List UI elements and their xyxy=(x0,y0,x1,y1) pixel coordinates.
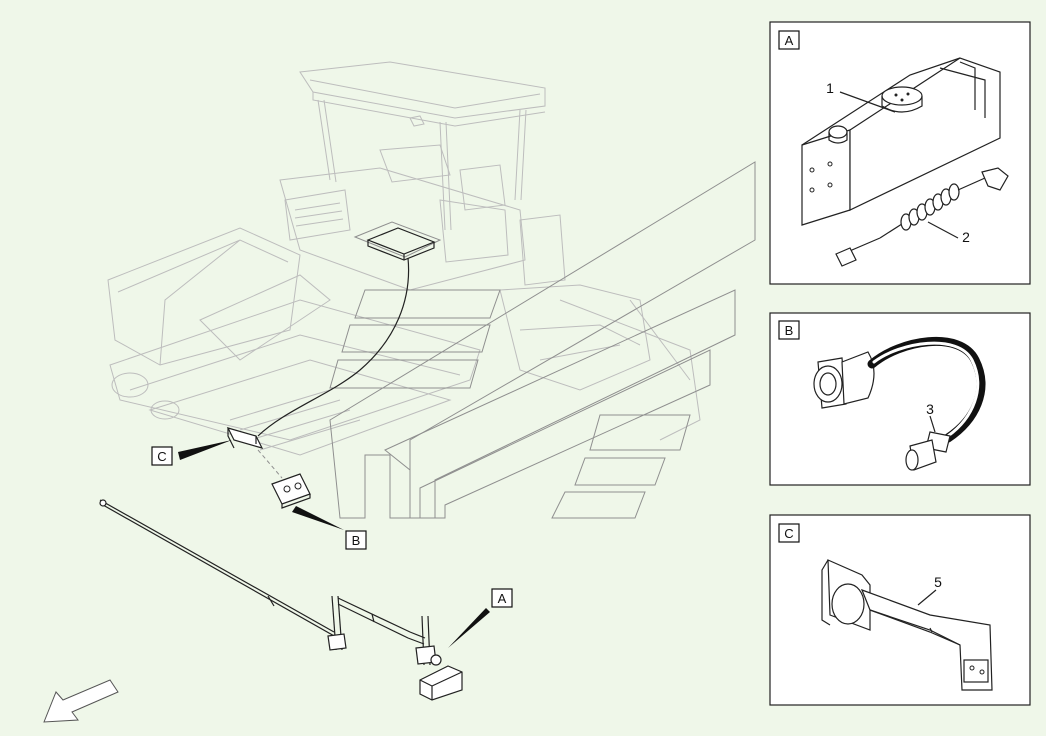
paver-machine-outline xyxy=(107,61,701,456)
detail-panel-c: C 5 xyxy=(769,514,1031,706)
part-number-1: 1 xyxy=(826,80,834,96)
panel-b-tag: B xyxy=(785,323,794,338)
direction-arrow-icon xyxy=(43,679,119,723)
callout-c-label: C xyxy=(157,449,166,464)
mounting-bracket xyxy=(821,559,993,691)
bracket-b-plate xyxy=(271,473,311,509)
sensor-unit xyxy=(801,57,1001,226)
screed-frames xyxy=(329,161,756,519)
callout-b: B xyxy=(345,530,367,550)
connector-cable xyxy=(813,336,986,471)
bracket-c-installed xyxy=(226,427,264,449)
callout-pointers xyxy=(178,440,490,648)
sensor-boom-assembly xyxy=(99,499,463,701)
sensor-cable xyxy=(257,257,410,437)
detail-panel-a: A xyxy=(769,21,1031,285)
callout-b-label: B xyxy=(352,533,361,548)
panel-c-tag: C xyxy=(784,526,793,541)
callout-a: A xyxy=(491,588,513,608)
callout-a-label: A xyxy=(498,591,507,606)
part-number-3: 3 xyxy=(926,401,934,417)
control-module xyxy=(353,221,442,261)
panel-a-tag: A xyxy=(785,33,794,48)
part-number-5: 5 xyxy=(934,574,942,590)
coiled-cable xyxy=(835,167,1009,267)
callout-c: C xyxy=(151,446,173,466)
detail-panel-b: B 3 xyxy=(769,312,1031,486)
part-number-2: 2 xyxy=(962,229,970,245)
